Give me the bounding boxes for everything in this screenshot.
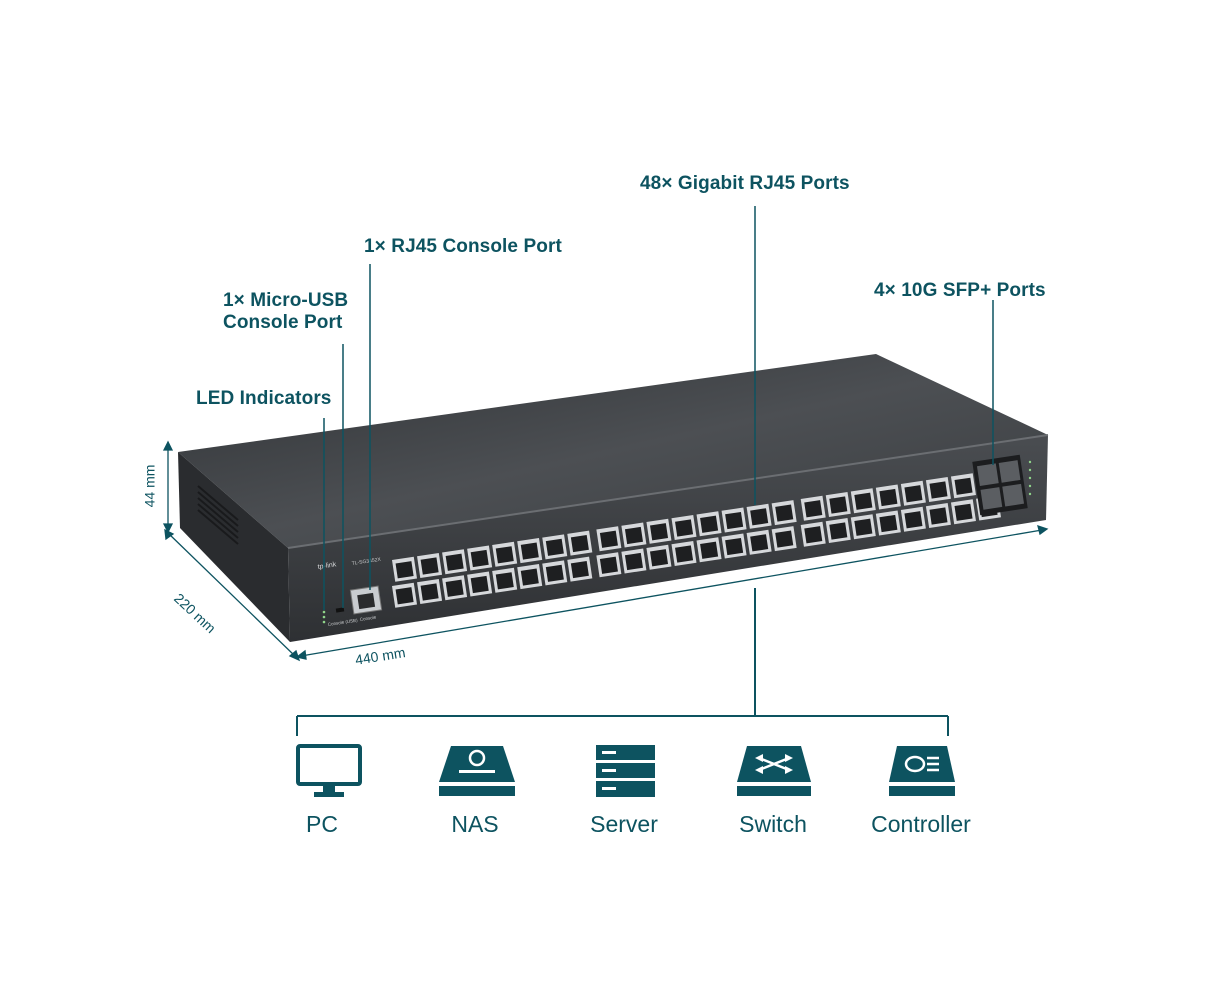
pc-icon xyxy=(296,744,362,797)
device-label-server: Server xyxy=(590,811,658,837)
rj45-port-socket xyxy=(879,488,898,507)
rj45-port-socket xyxy=(624,526,643,545)
device-label-nas: NAS xyxy=(451,811,499,837)
rj45-port-socket xyxy=(750,508,769,526)
rj45-port-socket xyxy=(725,511,744,530)
rj45-port-socket xyxy=(954,503,973,521)
rj45-port-socket xyxy=(599,530,618,548)
callout-sfp-ports: 4× 10G SFP+ Ports xyxy=(874,280,1046,301)
callout-led-indicators: LED Indicators xyxy=(196,388,332,409)
rj45-port-socket xyxy=(700,541,719,559)
rj45-port-socket xyxy=(804,526,823,544)
rj45-port-socket xyxy=(520,542,539,560)
rj45-port-socket xyxy=(649,549,669,567)
rj45-port-socket xyxy=(445,579,464,597)
rj45-port-socket xyxy=(395,561,414,579)
rj45-port-socket xyxy=(904,485,923,503)
rj45-port-socket xyxy=(470,549,489,568)
rj45-port-socket xyxy=(470,575,489,594)
rj45-port-socket xyxy=(545,538,564,556)
rj45-port-socket xyxy=(420,583,439,601)
brand-logo: tp-link xyxy=(317,561,337,571)
sfp-port-block xyxy=(972,454,1028,516)
rj45-port-socket xyxy=(954,477,973,495)
rj45-port-socket xyxy=(700,515,719,533)
rj45-port-socket xyxy=(570,534,589,553)
rj45-port-socket xyxy=(829,496,848,514)
console-label: Console xyxy=(359,615,377,622)
rj45-port-socket xyxy=(495,572,514,590)
micro-usb-port xyxy=(335,607,345,613)
switch-icon xyxy=(737,746,811,796)
model-label: TL-SG3452X xyxy=(351,557,381,567)
rj45-port-socket xyxy=(775,530,794,548)
rj45-port-socket xyxy=(904,511,923,529)
nas-icon xyxy=(439,746,515,796)
rj45-port-socket xyxy=(624,552,643,571)
dimension-height: 44 mm xyxy=(141,464,158,508)
rj45-port-socket xyxy=(675,545,694,563)
rj45-port-socket xyxy=(649,523,669,541)
callout-usb-console-line1: 1× Micro-USB xyxy=(223,290,349,311)
rj45-port-socket xyxy=(804,500,823,518)
rj45-port-socket xyxy=(750,534,769,552)
rj45-port-socket xyxy=(879,514,898,533)
server-icon xyxy=(596,745,655,797)
rj45-port-socket xyxy=(520,568,539,586)
callout-rj45-console: 1× RJ45 Console Port xyxy=(364,236,562,257)
rj45-port-block xyxy=(392,469,1002,608)
rj45-port-socket xyxy=(775,504,794,522)
rj45-port-socket xyxy=(929,507,948,525)
callout-gigabit-ports: 48× Gigabit RJ45 Ports xyxy=(640,173,850,194)
device-label-switch: Switch xyxy=(739,811,807,837)
rj45-port-socket xyxy=(675,519,694,537)
rj45-port-socket xyxy=(854,518,873,536)
rj45-port-socket xyxy=(545,564,564,582)
rj45-port-socket xyxy=(725,537,744,556)
rj45-port-socket xyxy=(929,481,948,499)
led-indicators xyxy=(322,610,326,624)
rj45-port-socket xyxy=(599,556,618,574)
rj45-port-socket xyxy=(445,553,464,571)
side-vents xyxy=(198,648,238,685)
rj45-port-socket xyxy=(829,522,848,540)
rj45-port-socket xyxy=(495,546,514,564)
device-label-controller: Controller xyxy=(871,811,971,837)
rj45-port-socket xyxy=(854,492,873,510)
rj45-port-socket xyxy=(420,557,439,575)
controller-icon xyxy=(889,746,955,796)
device-label-pc: PC xyxy=(306,811,338,837)
callout-usb-console-line2: Console Port xyxy=(223,312,343,333)
rj45-port-socket xyxy=(395,587,414,605)
switch-top-face xyxy=(178,354,1048,548)
console-usb-label: Console (USB) xyxy=(327,618,358,627)
rj45-port-socket xyxy=(570,560,589,579)
